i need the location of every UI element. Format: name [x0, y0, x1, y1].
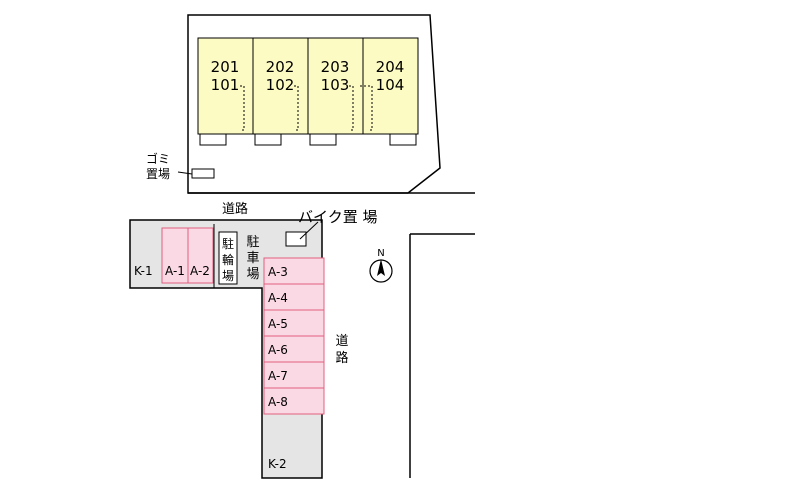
unit-block-3	[307, 37, 364, 135]
car-parking-label-2: 車	[246, 251, 259, 266]
garbage-box	[191, 168, 215, 179]
unit-104: 104	[376, 76, 405, 94]
parking-label-a3: A-3	[268, 265, 288, 279]
building-units: 201 101 202 102 203 103 204 104	[197, 37, 419, 146]
parking-label-a8: A-8	[268, 395, 288, 409]
bike-parking-box	[285, 231, 307, 247]
entry-tab-3	[309, 133, 337, 146]
partition-3	[349, 85, 354, 131]
road-label-right-1: 道	[335, 334, 348, 349]
parking-space-a8	[263, 387, 325, 415]
parking-label-a4: A-4	[268, 291, 288, 305]
road-label-right-2: 路	[335, 350, 348, 366]
car-parking-label-3: 場	[246, 267, 259, 282]
car-parking-label-1: 駐	[246, 235, 259, 250]
unit-101: 101	[211, 76, 240, 94]
bicycle-parking-label-2: 輪	[222, 252, 234, 267]
bike-parking-leader	[299, 221, 319, 240]
north-label: N	[377, 248, 384, 259]
bicycle-parking-box	[218, 231, 238, 285]
parking-label-a6: A-6	[268, 343, 288, 357]
parking-space-a2	[187, 227, 214, 284]
garbage-leader	[177, 171, 193, 175]
k1-label: K-1	[134, 264, 153, 278]
k2-label: K-2	[268, 457, 287, 471]
parking-label-a1: A-1	[165, 264, 185, 278]
partition-4	[360, 85, 373, 131]
entry-tab-2	[254, 133, 282, 146]
parking-space-a3	[263, 257, 325, 285]
entry-tab-4	[389, 133, 417, 146]
unit-204: 204	[376, 58, 405, 76]
parking-space-a7	[263, 361, 325, 389]
parking-label-a5: A-5	[268, 317, 288, 331]
garbage-label-2: 置場	[146, 167, 170, 181]
bike-parking-label: バイク置 場	[298, 208, 377, 226]
parking-space-a1	[161, 227, 189, 284]
road-label-top: 道路	[222, 201, 248, 217]
bicycle-parking-label-3: 場	[222, 269, 234, 283]
bicycle-parking-label-1: 駐	[222, 236, 234, 251]
unit-102: 102	[266, 76, 295, 94]
parking-column: A-3 A-4 A-5 A-6 A-7 A-8	[263, 257, 325, 415]
parking-space-a5	[263, 309, 325, 337]
entry-tab-1	[199, 133, 227, 146]
parking-label-a7: A-7	[268, 369, 288, 383]
partition-2	[294, 85, 299, 131]
unit-202: 202	[266, 58, 295, 76]
garbage-label-1: ゴミ	[146, 151, 170, 166]
partition-1	[240, 85, 245, 131]
unit-201: 201	[211, 58, 240, 76]
parking-space-a6	[263, 335, 325, 363]
north-arrow-icon: N	[369, 248, 393, 283]
unit-203: 203	[321, 58, 350, 76]
parking-label-a2: A-2	[190, 264, 210, 278]
unit-103: 103	[321, 76, 350, 94]
